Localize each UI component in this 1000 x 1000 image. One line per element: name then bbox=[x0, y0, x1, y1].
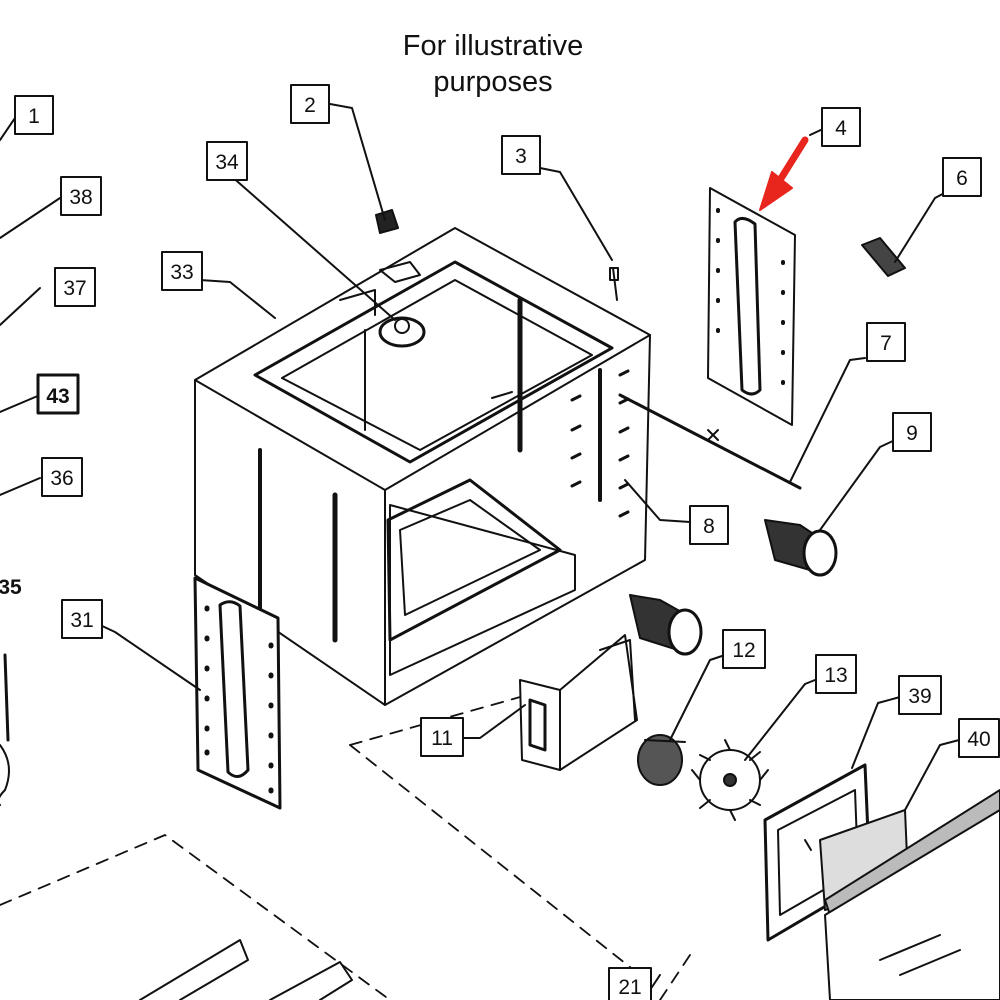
part-13-fan bbox=[691, 739, 769, 821]
part-35-probe bbox=[0, 653, 10, 806]
callout-35-label: 35 bbox=[0, 576, 22, 599]
callout-43-label: 43 bbox=[46, 385, 69, 408]
callout-11: 11 bbox=[420, 717, 464, 757]
callout-39: 39 bbox=[898, 675, 942, 715]
callout-2: 2 bbox=[290, 84, 330, 124]
callout-1: 1 bbox=[14, 95, 54, 135]
callout-31: 31 bbox=[61, 599, 103, 639]
callout-6: 6 bbox=[942, 157, 982, 197]
callout-40: 40 bbox=[958, 718, 1000, 758]
caption-line-1: For illustrative bbox=[402, 30, 584, 62]
callout-3-label: 3 bbox=[515, 145, 527, 168]
callout-12: 12 bbox=[722, 629, 766, 669]
callout-7: 7 bbox=[866, 322, 906, 362]
callout-8-label: 8 bbox=[703, 515, 715, 538]
callout-36: 36 bbox=[41, 457, 83, 497]
callout-36-label: 36 bbox=[50, 467, 73, 490]
callout-4: 4 bbox=[821, 107, 861, 147]
callout-9-label: 9 bbox=[906, 422, 918, 445]
lamp-lower bbox=[629, 594, 703, 656]
callout-8: 8 bbox=[689, 505, 729, 545]
callout-3: 3 bbox=[501, 135, 541, 175]
part-12-motor bbox=[637, 734, 686, 786]
callout-43: 43 bbox=[36, 373, 80, 415]
callout-21: 21 bbox=[608, 967, 652, 1000]
highlight-arrow bbox=[759, 136, 809, 211]
part-3-pin bbox=[609, 267, 619, 301]
part-21-rails bbox=[824, 789, 1000, 1000]
callout-40-label: 40 bbox=[967, 728, 990, 751]
callout-6-label: 6 bbox=[956, 167, 968, 190]
callout-4-label: 4 bbox=[835, 117, 847, 140]
callout-21-label: 21 bbox=[618, 976, 641, 999]
dashed-outline bbox=[0, 689, 691, 1000]
callout-38-label: 38 bbox=[69, 186, 92, 209]
cabinet-body bbox=[194, 227, 651, 706]
part-2-knob bbox=[375, 209, 399, 234]
part-9-lamp bbox=[764, 519, 838, 577]
callout-34: 34 bbox=[206, 141, 248, 181]
callout-13: 13 bbox=[815, 654, 857, 694]
callout-31-label: 31 bbox=[70, 609, 93, 632]
part-4-panel bbox=[707, 187, 796, 426]
part-6-clip bbox=[861, 237, 906, 277]
base-pieces bbox=[139, 939, 353, 1000]
callout-9: 9 bbox=[892, 412, 932, 452]
illustrative-caption: For illustrative purposes bbox=[343, 28, 643, 100]
callout-11-label: 11 bbox=[431, 727, 453, 750]
callout-7-label: 7 bbox=[880, 332, 892, 355]
callout-33-label: 33 bbox=[170, 261, 193, 284]
callout-33: 33 bbox=[161, 251, 203, 291]
part-11-bracket bbox=[519, 634, 638, 771]
callout-37-label: 37 bbox=[63, 277, 86, 300]
callout-12-label: 12 bbox=[732, 639, 755, 662]
callout-1-label: 1 bbox=[28, 105, 40, 128]
part-31-side-panel bbox=[193, 576, 282, 810]
callout-34-label: 34 bbox=[215, 151, 239, 174]
callout-2-label: 2 bbox=[304, 94, 316, 117]
caption-line-2: purposes bbox=[433, 66, 553, 98]
callout-13-label: 13 bbox=[824, 664, 847, 687]
callout-37: 37 bbox=[54, 267, 96, 307]
callout-35: 35 bbox=[0, 576, 22, 599]
part-7-rod bbox=[618, 393, 802, 490]
callout-38: 38 bbox=[60, 176, 102, 216]
callout-39-label: 39 bbox=[908, 685, 931, 708]
